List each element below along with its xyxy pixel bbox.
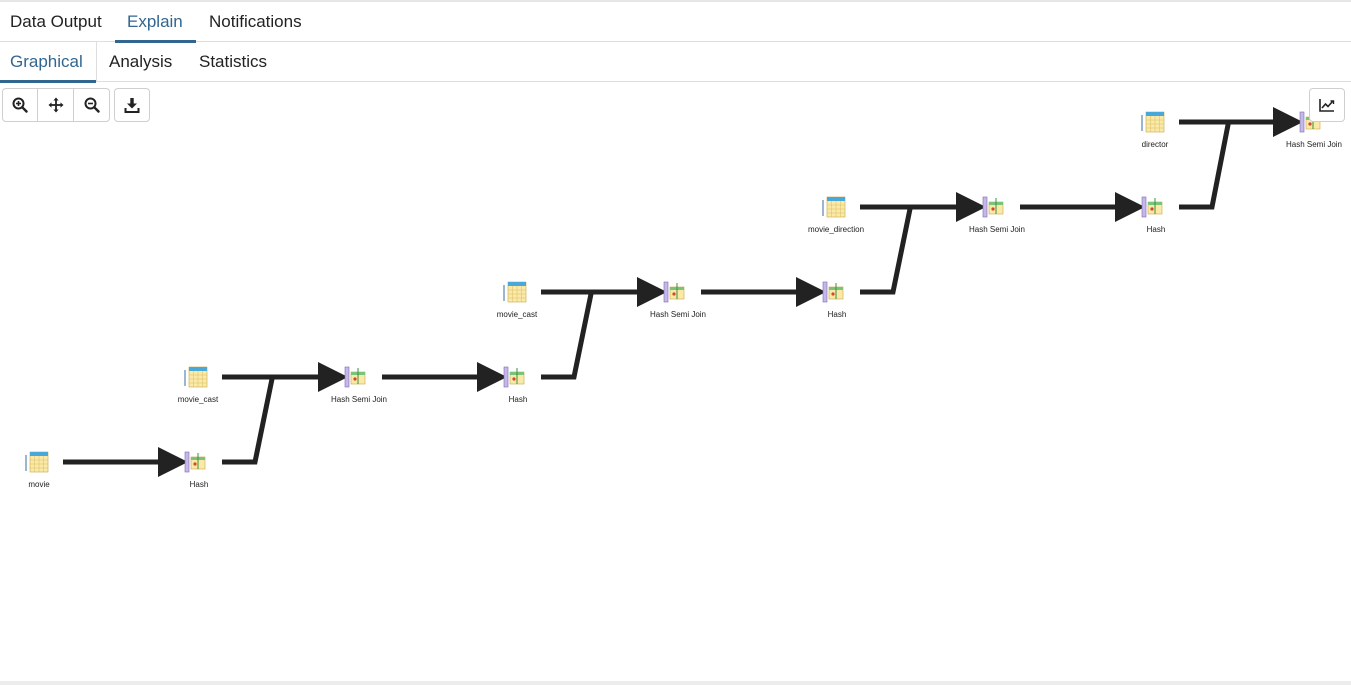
plan-node-seq-scan[interactable]: movie	[25, 451, 50, 489]
hash-join-icon	[822, 281, 844, 303]
plan-node-label: movie_cast	[497, 310, 538, 319]
top-border	[0, 0, 1351, 2]
plan-edge	[222, 376, 275, 465]
plan-node-label: movie_direction	[808, 225, 864, 234]
plan-node-label: movie	[28, 480, 50, 489]
result-tabbar: Data Output Explain Notifications	[0, 2, 1351, 43]
zoom-in-button[interactable]	[2, 88, 38, 122]
hash-join-icon	[184, 451, 206, 473]
plan-edge	[860, 206, 913, 295]
download-button[interactable]	[114, 88, 150, 122]
plan-node-label: Hash Semi Join	[650, 310, 706, 319]
plan-node-hash[interactable]: Hash	[822, 281, 847, 319]
table-scan-icon	[503, 281, 527, 303]
plan-edge	[1179, 121, 1232, 210]
plan-node-label: Hash	[190, 480, 209, 489]
hash-join-icon	[1141, 196, 1163, 218]
plan-node-hash[interactable]: Hash Semi Join	[969, 196, 1025, 234]
plan-node-label: Hash Semi Join	[969, 225, 1025, 234]
tab-explain[interactable]: Explain	[115, 2, 196, 43]
zoom-out-icon	[84, 97, 100, 113]
plan-node-seq-scan[interactable]: movie_direction	[808, 196, 864, 234]
table-scan-icon	[822, 196, 846, 218]
plan-node-hash[interactable]: Hash	[503, 366, 528, 404]
move-arrows-icon	[48, 97, 63, 113]
plan-node-label: director	[1142, 140, 1169, 149]
plan-edges	[63, 107, 1303, 477]
tab-notifications[interactable]: Notifications	[209, 12, 302, 31]
plan-node-label: Hash Semi Join	[331, 395, 387, 404]
table-scan-icon	[184, 366, 208, 388]
plan-node-hash[interactable]: Hash	[184, 451, 209, 489]
bottom-scrollbar-track[interactable]	[0, 681, 1351, 685]
zoom-in-icon	[12, 97, 28, 113]
zoom-out-button[interactable]	[74, 88, 110, 122]
plan-edge	[541, 291, 594, 380]
tab-statistics[interactable]: Statistics	[199, 52, 268, 71]
table-scan-icon	[1141, 111, 1165, 133]
plan-node-hash[interactable]: Hash Semi Join	[650, 281, 706, 319]
plan-node-hash[interactable]: Hash	[1141, 196, 1166, 234]
explain-subtabbar: Graphical Analysis Statistics	[0, 42, 1351, 83]
plan-node-seq-scan[interactable]: movie_cast	[497, 281, 538, 319]
plan-node-label: movie_cast	[178, 395, 219, 404]
tab-analysis[interactable]: Analysis	[109, 52, 173, 71]
plan-node-label: Hash	[509, 395, 528, 404]
plan-node-label: Hash	[1147, 225, 1166, 234]
download-icon	[124, 98, 140, 113]
tab-data-output[interactable]: Data Output	[10, 12, 102, 31]
table-scan-icon	[25, 451, 49, 473]
plan-node-label: Hash	[828, 310, 847, 319]
plan-toolbar	[2, 88, 150, 122]
plan-node-hash[interactable]: Hash Semi Join	[331, 366, 387, 404]
hash-join-icon	[663, 281, 685, 303]
tab-graphical[interactable]: Graphical	[0, 42, 97, 83]
fit-view-button[interactable]	[38, 88, 74, 122]
plan-node-seq-scan[interactable]: director	[1141, 111, 1169, 149]
plan-node-label: Hash Semi Join	[1286, 140, 1342, 149]
hash-join-icon	[982, 196, 1004, 218]
hash-join-icon	[503, 366, 525, 388]
chart-line-icon	[1319, 99, 1335, 112]
plan-node-seq-scan[interactable]: movie_cast	[178, 366, 219, 404]
statistics-button[interactable]	[1309, 88, 1345, 122]
hash-join-icon	[344, 366, 366, 388]
